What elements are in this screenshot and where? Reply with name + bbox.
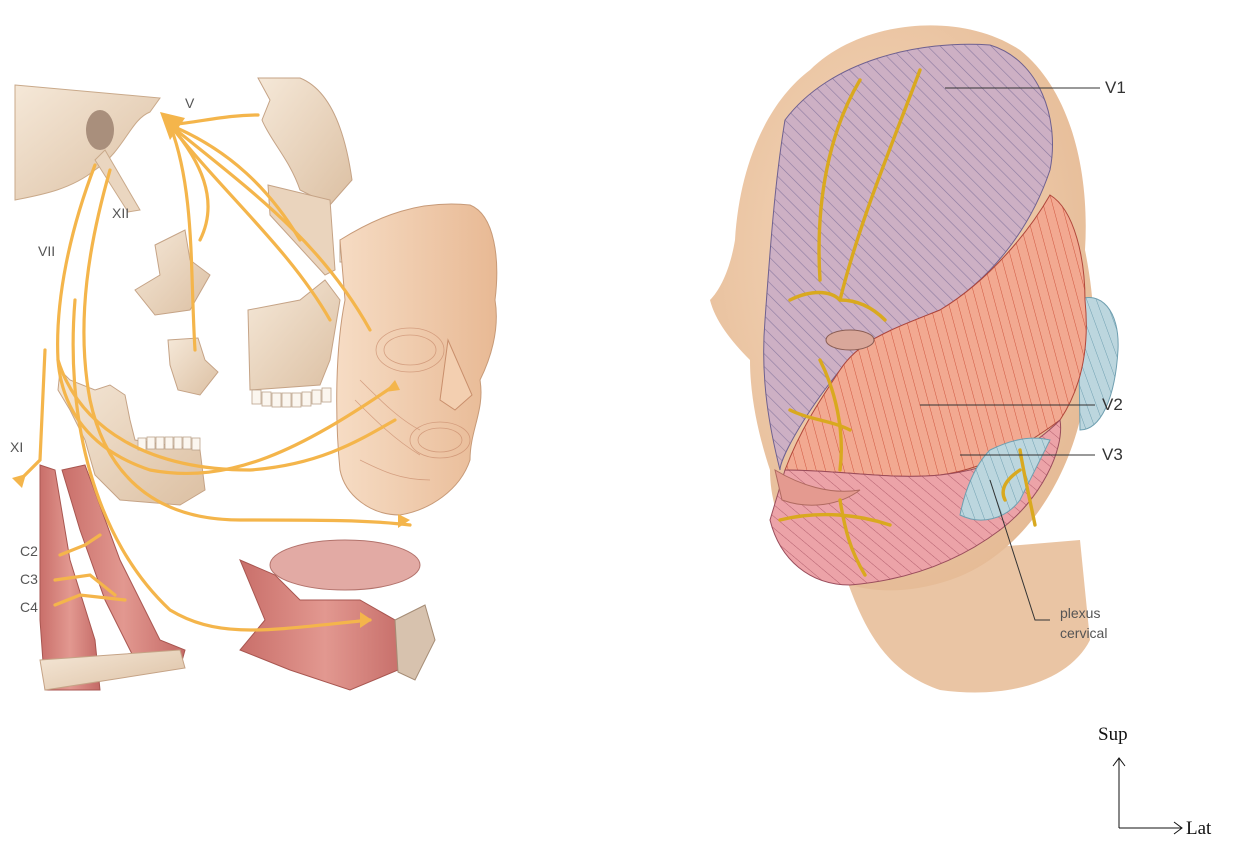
- disc: [270, 540, 420, 590]
- label-sup: Sup: [1098, 724, 1128, 745]
- label-c4: C4: [20, 599, 38, 615]
- face-muscles: [337, 204, 497, 515]
- lower-teeth: [138, 437, 200, 450]
- cranial-nerves-diagram: V XII VII XI C2 C3 C4: [0, 0, 520, 700]
- dermatome-svg: V1 V2 V3 plexus cervical Sup Lat: [690, 0, 1246, 842]
- bone-fragment-1: [135, 230, 210, 315]
- maxilla: [248, 280, 340, 390]
- orientation-axes: [1113, 758, 1182, 834]
- eye: [826, 330, 874, 350]
- label-xi: XI: [10, 439, 23, 455]
- label-c3: C3: [20, 571, 38, 587]
- label-vii: VII: [38, 243, 55, 259]
- label-xii: XII: [112, 205, 129, 221]
- nasal-bone-fragment: [268, 185, 335, 275]
- label-v: V: [185, 95, 195, 111]
- upper-teeth: [252, 388, 331, 407]
- label-plexus: plexus: [1060, 605, 1100, 621]
- cranial-nerves-svg: V XII VII XI C2 C3 C4: [0, 0, 520, 700]
- hyoid-bone: [395, 605, 435, 680]
- label-v1: V1: [1105, 78, 1126, 97]
- trigeminal-dermatome-diagram: V1 V2 V3 plexus cervical Sup Lat: [690, 0, 1246, 842]
- ear-canal: [86, 110, 114, 150]
- label-v3: V3: [1102, 445, 1123, 464]
- bone-fragment-2: [168, 338, 218, 395]
- label-v2: V2: [1102, 395, 1123, 414]
- label-cervical: cervical: [1060, 625, 1107, 641]
- label-c2: C2: [20, 543, 38, 559]
- label-lat: Lat: [1186, 818, 1212, 839]
